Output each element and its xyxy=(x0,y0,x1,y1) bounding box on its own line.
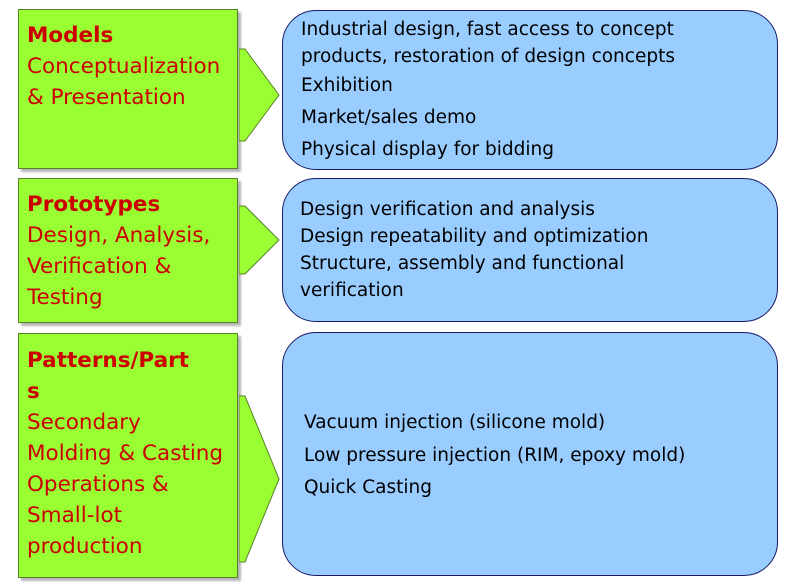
category-title: Patterns/Part xyxy=(27,348,189,373)
category-desc-line: Design, Analysis, xyxy=(27,223,211,248)
category-desc-line: Small-lot xyxy=(27,503,123,528)
detail-line: Structure, assembly and functional xyxy=(300,253,625,274)
detail-box-patterns-parts: Vacuum injection (silicone mold) Low pre… xyxy=(282,332,778,576)
detail-line: Physical display for bidding xyxy=(301,139,555,160)
detail-item: Industrial design, fast access to concep… xyxy=(301,16,777,70)
detail-line: Market/sales demo xyxy=(301,107,477,128)
detail-line: products, restoration of design concepts xyxy=(301,46,675,67)
category-box-patterns-parts: Patterns/Part s Secondary Molding & Cast… xyxy=(18,333,238,578)
category-desc-line: & Presentation xyxy=(27,85,186,110)
category-desc-line: Verification & xyxy=(27,254,172,279)
category-desc-line: Conceptualization xyxy=(27,54,221,79)
category-box-prototypes: Prototypes Design, Analysis, Verificatio… xyxy=(18,178,238,323)
detail-line: Design verification and analysis xyxy=(300,199,595,220)
detail-item: Structure, assembly and functional verif… xyxy=(300,250,777,304)
category-title: Models xyxy=(27,23,114,48)
right-arrow-icon xyxy=(239,48,280,142)
right-arrow-icon xyxy=(239,395,280,563)
category-desc-line: Testing xyxy=(27,285,103,310)
category-desc-line: Molding & Casting xyxy=(27,441,224,466)
category-title: s xyxy=(27,379,40,404)
detail-line: Exhibition xyxy=(301,75,393,96)
detail-line: Vacuum injection (silicone mold) xyxy=(304,412,606,433)
category-desc-line: Secondary xyxy=(27,410,141,435)
detail-line: Low pressure injection (RIM, epoxy mold) xyxy=(304,444,686,466)
detail-line: verification xyxy=(300,280,404,301)
category-title: Prototypes xyxy=(27,192,161,217)
category-box-models: Models Conceptualization & Presentation xyxy=(18,9,238,169)
detail-box-models: Industrial design, fast access to concep… xyxy=(282,10,778,170)
detail-line: Industrial design, fast access to concep… xyxy=(301,19,674,40)
detail-line: Design repeatability and optimization xyxy=(300,226,649,247)
category-desc-line: Operations & xyxy=(27,472,169,497)
detail-box-prototypes: Design verification and analysis Design … xyxy=(282,178,778,322)
detail-line: Quick Casting xyxy=(304,477,432,498)
right-arrow-icon xyxy=(239,205,280,275)
category-desc-line: production xyxy=(27,534,143,559)
